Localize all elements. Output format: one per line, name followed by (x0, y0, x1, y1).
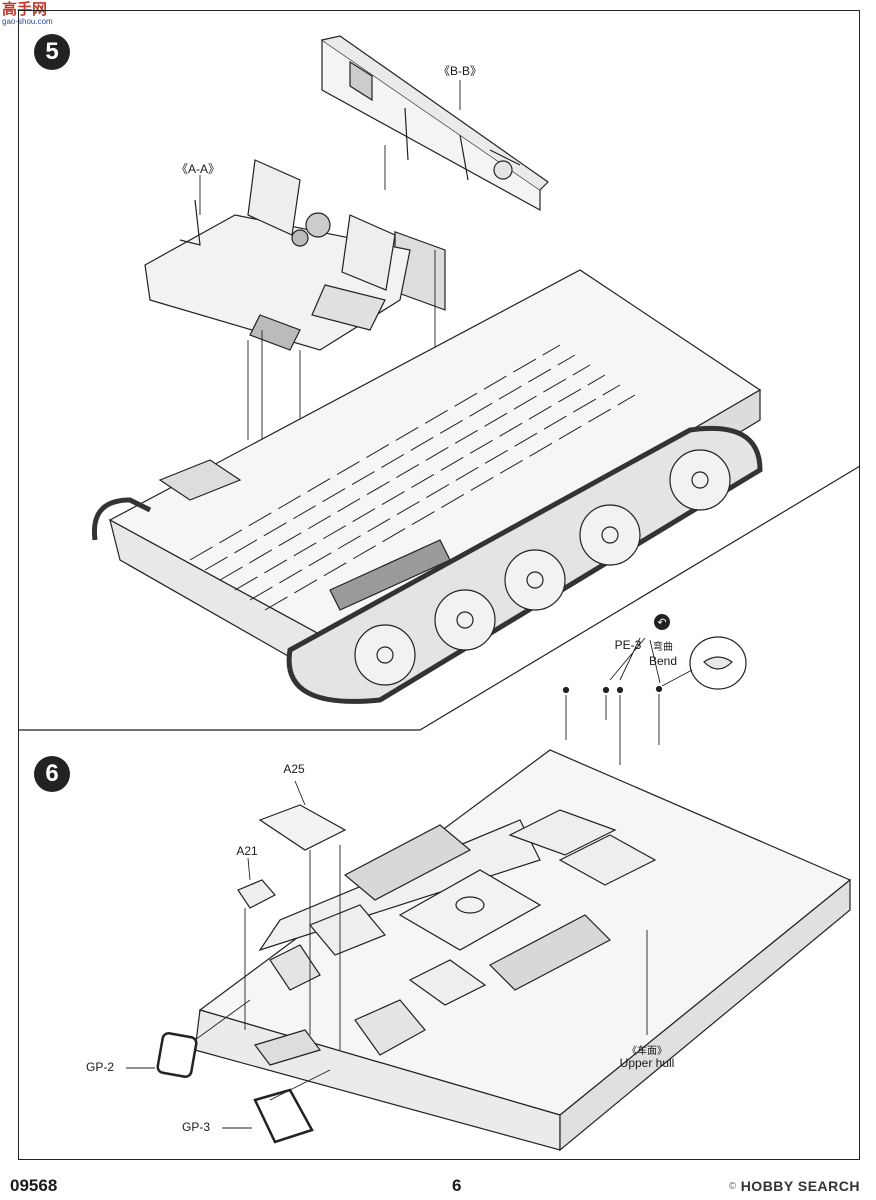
logo-subtext: gao-shou.com (2, 17, 53, 26)
step-6-badge: 6 (34, 756, 70, 792)
track-assembly (91, 425, 763, 704)
label-pe3: PE-3 (614, 638, 642, 652)
bend-label-en: Bend (648, 654, 678, 668)
part-a21 (237, 879, 276, 909)
callout-a-a: 《A-A》 (175, 162, 221, 176)
bend-arrow-icon: ↶ (654, 614, 670, 630)
label-a21: A21 (236, 844, 258, 858)
label-gp2: GP-2 (86, 1060, 115, 1074)
part-pe3-group (562, 636, 747, 694)
watermark-copyright: © (728, 1180, 737, 1192)
part-gp3 (253, 1088, 314, 1144)
site-logo: 高手网 gao-shou.com (2, 2, 53, 26)
upper-hull-label-cn: 《车面》 (627, 1046, 667, 1057)
part-gp2 (156, 1032, 198, 1078)
upper-hull-label-en: Upper hull (619, 1056, 675, 1070)
kit-number: 09568 (10, 1176, 58, 1195)
rear-bulkhead-part (321, 35, 549, 311)
watermark: © HOBBY SEARCH (729, 1178, 860, 1194)
label-a25: A25 (283, 762, 305, 776)
step-5-badge: 5 (34, 34, 70, 70)
step-5-number: 5 (45, 38, 59, 65)
crew-seat-assembly (144, 159, 411, 351)
upper-hull-part (194, 749, 852, 1152)
page-number: 6 (452, 1176, 462, 1195)
callout-b-b: 《B-B》 (437, 64, 483, 78)
step-divider (18, 465, 861, 731)
part-a25 (258, 804, 347, 851)
bend-label-cn: 弯曲 (653, 642, 673, 653)
logo-text: 高手网 (2, 1, 48, 18)
step-6-number: 6 (45, 760, 59, 787)
instruction-frame (18, 10, 860, 1160)
watermark-text: HOBBY SEARCH (740, 1178, 860, 1194)
label-gp3: GP-3 (182, 1120, 211, 1134)
